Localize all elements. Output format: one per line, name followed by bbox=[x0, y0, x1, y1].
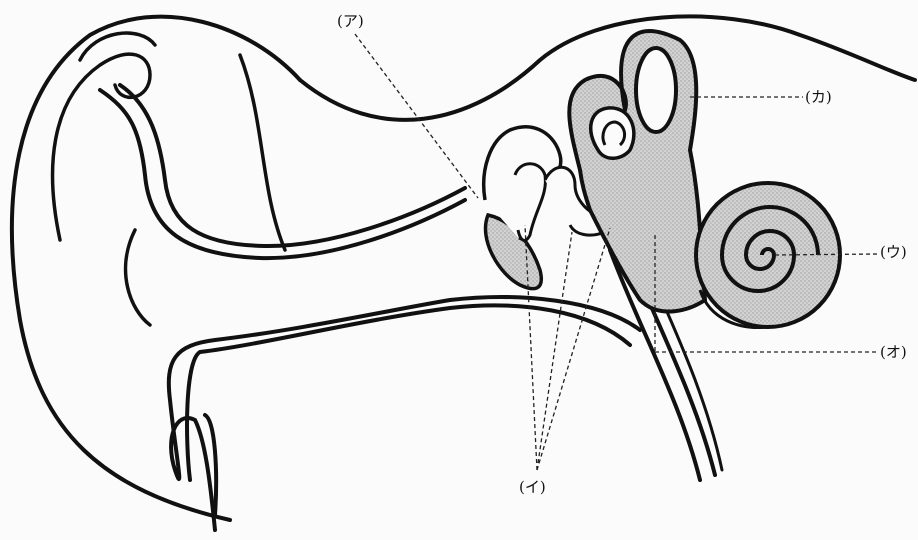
leader-b-2 bbox=[537, 232, 572, 470]
ear-canal-upper-inner bbox=[120, 85, 465, 246]
helix-fold bbox=[53, 54, 150, 240]
label-b: (イ) bbox=[519, 478, 546, 496]
leader-b-3 bbox=[537, 228, 610, 470]
semicircular-canal-loop bbox=[636, 48, 676, 132]
ear-canal-lower-outer bbox=[169, 297, 640, 530]
label-e: (カ) bbox=[805, 88, 832, 106]
ear-canal-upper-outer bbox=[100, 90, 465, 258]
label-c: (ウ) bbox=[880, 243, 907, 261]
ear-canal-lower-inner bbox=[187, 305, 630, 480]
concha-ridge bbox=[126, 230, 150, 325]
semicircular-canal-inner-loop bbox=[591, 108, 634, 158]
label-a: (ア) bbox=[337, 12, 364, 30]
antihelix bbox=[240, 55, 285, 250]
ossicle-incus bbox=[515, 164, 545, 241]
label-d: (オ) bbox=[880, 343, 907, 361]
auricle-outline bbox=[12, 17, 300, 520]
